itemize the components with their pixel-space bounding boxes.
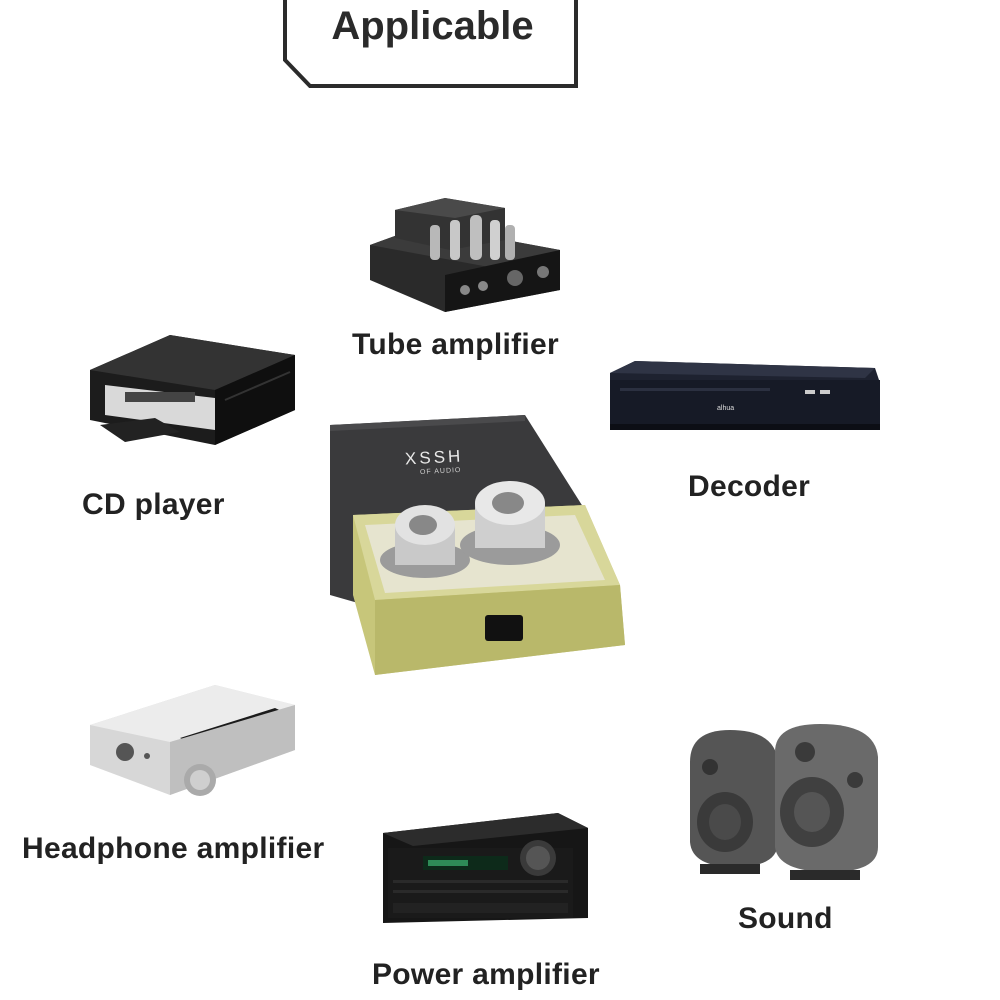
- tube-amplifier-image: [370, 198, 560, 312]
- sound-label: Sound: [738, 902, 833, 935]
- sound-speakers-image: [690, 724, 878, 880]
- page-title: Applicable: [331, 4, 534, 48]
- header-badge-frame: [283, 0, 578, 88]
- power-amplifier-label: Power amplifier: [372, 958, 600, 991]
- svg-text:alhua: alhua: [717, 405, 734, 412]
- product-box-image: [330, 415, 625, 675]
- cd-player-image: [90, 335, 295, 445]
- power-amplifier-image: [383, 813, 588, 923]
- tube-amplifier-label: Tube amplifier: [352, 328, 560, 361]
- decoder-image: alhua: [610, 361, 880, 430]
- box-brand-text: XSSH: [404, 446, 464, 469]
- cd-player-label: CD player: [82, 488, 225, 521]
- headphone-amplifier-label: Headphone amplifier: [22, 832, 325, 865]
- headphone-amplifier-image: [90, 685, 295, 796]
- decoder-label: Decoder: [688, 470, 811, 503]
